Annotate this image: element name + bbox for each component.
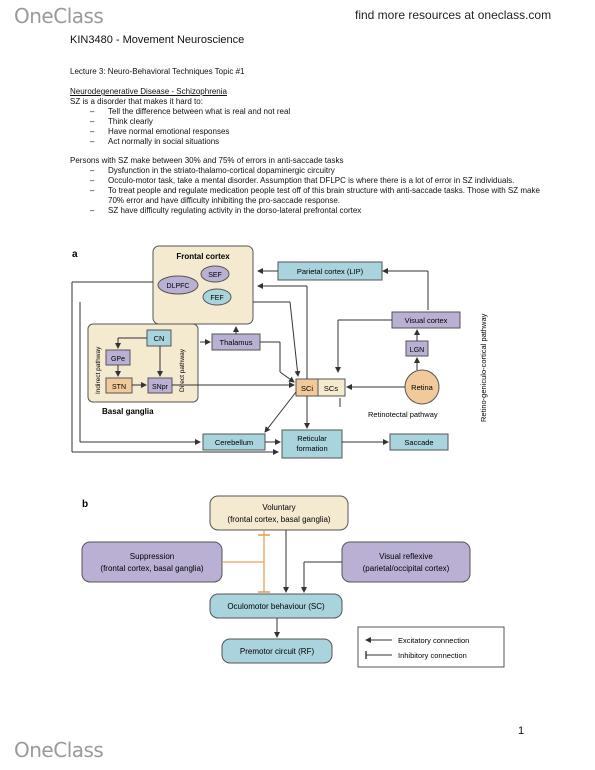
findings-list: Dysfunction in the striato-thalamo-corti… xyxy=(70,166,540,216)
lgn-label: LGN xyxy=(410,347,424,354)
list-item: Have normal emotional responses xyxy=(70,127,540,137)
voluntary-box xyxy=(209,495,349,531)
legend-box xyxy=(357,626,505,668)
list-item-text: Occulo-motor task, take a mental disorde… xyxy=(108,176,515,185)
reticular-formation-box xyxy=(281,429,343,459)
frontal-cortex-box xyxy=(152,245,254,325)
section-heading: Neurodegenerative Disease - Schizophreni… xyxy=(70,87,227,96)
page-number: 1 xyxy=(518,725,525,737)
frontal-cortex-label: Frontal cortex xyxy=(176,252,230,261)
saccade-circuit-diagram: a Frontal cortex SEF DLPFC FEF Parietal … xyxy=(71,245,488,459)
suppression-label: Suppression xyxy=(130,552,174,561)
visual-reflexive-sublabel: (parietal/occipital cortex) xyxy=(363,564,450,573)
list-item: Dysfunction in the striato-thalamo-corti… xyxy=(70,166,540,176)
visual-reflexive-label: Visual reflexive xyxy=(379,552,433,561)
stn-label: STN xyxy=(112,384,126,391)
document-body: KIN3480 - Movement Neuroscience Lecture … xyxy=(70,34,540,216)
suppression-sublabel: (frontal cortex, basal ganglia) xyxy=(100,564,204,573)
oculomotor-box xyxy=(209,593,343,619)
saccade-box xyxy=(389,433,449,451)
intro-text: SZ is a disorder that makes it hard to: xyxy=(70,97,203,106)
lecture-title: Lecture 3: Neuro-Behavioral Techniques T… xyxy=(70,67,245,76)
oneclass-footer-logo[interactable]: OneClass xyxy=(14,738,104,762)
list-item: Occulo-motor task, take a mental disorde… xyxy=(70,176,540,186)
oneclass-logo[interactable]: OneClass xyxy=(14,4,104,28)
retinotectal-label: Retinotectal pathway xyxy=(368,410,438,419)
find-resources-link[interactable]: find more resources at oneclass.com xyxy=(355,8,552,22)
fef-node xyxy=(202,288,232,306)
scs-label: SCs xyxy=(324,384,338,393)
visual-reflexive-box xyxy=(341,541,471,583)
oculomotor-label: Oculomotor behaviour (SC) xyxy=(227,602,325,611)
reticular-label-2: formation xyxy=(296,444,327,453)
symptom-list: Tell the difference between what is real… xyxy=(70,107,540,147)
retina-label: Retina xyxy=(411,383,434,392)
cn-label: CN xyxy=(154,334,165,343)
dlpfc-node xyxy=(157,275,199,295)
saccade-label: Saccade xyxy=(404,438,433,447)
indirect-pathway-label: Indirect pathway xyxy=(95,346,102,394)
reticular-label-1: Reticular xyxy=(297,434,327,443)
voluntary-sublabel: (frontal cortex, basal ganglia) xyxy=(227,515,331,524)
visual-cortex-label: Visual cortex xyxy=(405,316,448,325)
thalamus-label: Thalamus xyxy=(220,338,253,347)
antisaccade-text: Persons with SZ make between 30% and 75%… xyxy=(70,156,344,165)
list-item: Act normally in social situations xyxy=(70,137,540,147)
dlpfc-label: DLPFC xyxy=(167,283,190,290)
saccade-control-model: b Voluntary (frontal cortex, basal gangl… xyxy=(81,495,505,668)
list-item: Think clearly xyxy=(70,117,540,127)
list-item: SZ have difficulty regulating activity i… xyxy=(70,206,540,216)
voluntary-label: Voluntary xyxy=(262,503,295,512)
basal-ganglia-label: Basal ganglia xyxy=(102,407,154,416)
parietal-cortex-label: Parietal cortex (LIP) xyxy=(297,267,364,276)
list-item: To treat people and regulate medication … xyxy=(70,186,540,206)
gpe-label: GPe xyxy=(111,356,125,363)
scs-box xyxy=(317,378,346,397)
legend-inhibitory: Inhibitory connection xyxy=(398,651,467,660)
retino-geniculo-label: Retino-geniculo-cortical pathway xyxy=(479,313,488,422)
sef-label: SEF xyxy=(208,272,222,279)
legend-excitatory: Excitatory connection xyxy=(398,636,469,645)
direct-pathway-label: Direct pathway xyxy=(179,348,186,392)
suppression-box xyxy=(81,541,223,583)
sef-node xyxy=(200,265,230,283)
course-title: KIN3480 - Movement Neuroscience xyxy=(70,34,245,46)
list-item: Tell the difference between what is real… xyxy=(70,107,540,117)
fef-label: FEF xyxy=(210,295,223,302)
panel-label-a: a xyxy=(72,249,78,260)
premotor-box xyxy=(221,638,333,664)
snpr-label: SNpr xyxy=(152,384,169,391)
cerebellum-label: Cerebellum xyxy=(215,438,253,447)
panel-label-b: b xyxy=(82,499,88,510)
premotor-label: Premotor circuit (RF) xyxy=(240,647,315,656)
sci-label: SCi xyxy=(301,384,313,393)
